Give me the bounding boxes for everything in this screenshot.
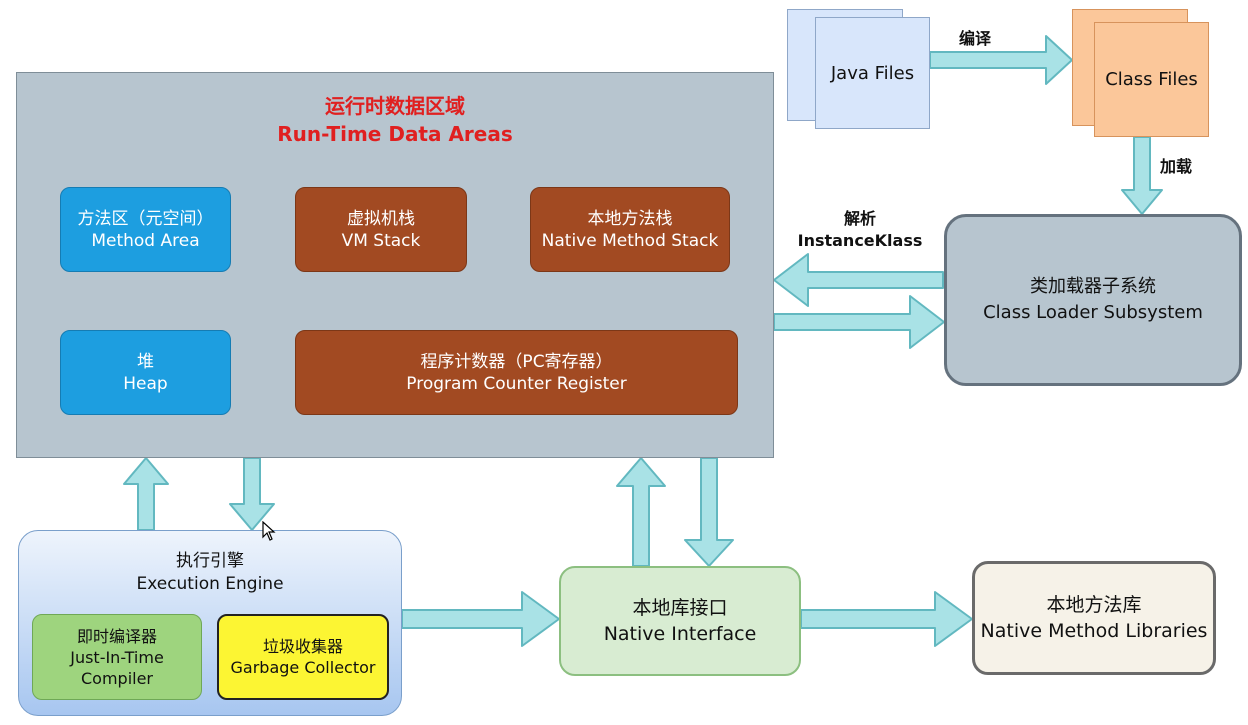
pc-register-box: 程序计数器（PC寄存器） Program Counter Register [295, 330, 738, 415]
java-files-label: Java Files [830, 62, 915, 84]
execution-engine-en: Execution Engine [136, 574, 284, 594]
native-method-libraries-box: 本地方法库 Native Method Libraries [972, 561, 1216, 675]
pc-register-cn: 程序计数器（PC寄存器） [420, 351, 613, 372]
load-arrow [1121, 136, 1163, 215]
class-files-box: Class Files [1094, 22, 1209, 137]
compile-label: 编译 [959, 29, 992, 48]
vm-stack-cn: 虚拟机栈 [347, 208, 415, 229]
parse-arrow [773, 253, 944, 307]
runtime-title-cn: 运行时数据区域 [325, 94, 465, 118]
native-up-arrow [616, 457, 666, 567]
vm-stack-box: 虚拟机栈 VM Stack [295, 187, 467, 272]
jit-en-line1: Just-In-Time [70, 647, 164, 667]
class-loader-subsystem-box: 类加载器子系统 Class Loader Subsystem [944, 214, 1242, 386]
class-loader-cn: 类加载器子系统 [1030, 276, 1156, 297]
exec-to-native-arrow [401, 591, 560, 647]
native-stack-en: Native Method Stack [541, 230, 719, 251]
parse-label-cn: 解析 [843, 209, 876, 228]
native-interface-en: Native Interface [603, 623, 757, 645]
runtime-title: 运行时数据区域 Run-Time Data Areas [16, 92, 774, 148]
native-libs-en: Native Method Libraries [980, 620, 1208, 642]
parse-label-en: InstanceKlass [797, 231, 923, 250]
native-libs-cn: 本地方法库 [1046, 594, 1142, 616]
native-stack-box: 本地方法栈 Native Method Stack [530, 187, 730, 272]
runtime-to-loader-arrow [773, 295, 945, 349]
native-down-arrow [684, 457, 734, 567]
jit-cn: 即时编译器 [76, 626, 157, 646]
runtime-title-en: Run-Time Data Areas [277, 122, 513, 146]
java-files-box: Java Files [815, 17, 930, 129]
exec-down-arrow [229, 457, 275, 531]
execution-engine-title: 执行引擎 Execution Engine [18, 550, 402, 596]
vm-stack-en: VM Stack [341, 230, 421, 251]
parse-label: 解析 InstanceKlass [790, 208, 930, 252]
exec-up-arrow [123, 457, 169, 531]
native-interface-cn: 本地库接口 [632, 597, 728, 619]
heap-box: 堆 Heap [60, 330, 231, 415]
native-to-libs-arrow [800, 591, 973, 647]
jit-compiler-box: 即时编译器 Just-In-Time Compiler [32, 614, 202, 700]
mouse-cursor-icon [262, 521, 276, 541]
garbage-collector-box: 垃圾收集器 Garbage Collector [217, 614, 389, 700]
class-loader-en: Class Loader Subsystem [983, 302, 1203, 323]
native-interface-box: 本地库接口 Native Interface [559, 566, 801, 676]
load-label: 加载 [1160, 157, 1193, 176]
execution-engine-cn: 执行引擎 [176, 551, 244, 571]
pc-register-en: Program Counter Register [406, 373, 627, 394]
heap-en: Heap [123, 373, 168, 394]
method-area-box: 方法区（元空间） Method Area [60, 187, 231, 272]
method-area-en: Method Area [91, 230, 200, 251]
method-area-cn: 方法区（元空间） [77, 208, 214, 229]
native-stack-cn: 本地方法栈 [587, 208, 673, 229]
class-files-label: Class Files [1105, 69, 1198, 90]
gc-cn: 垃圾收集器 [262, 637, 343, 656]
gc-en: Garbage Collector [230, 658, 376, 677]
jit-en-line2: Compiler [80, 668, 153, 688]
compile-arrow [929, 35, 1073, 85]
heap-cn: 堆 [137, 351, 154, 372]
